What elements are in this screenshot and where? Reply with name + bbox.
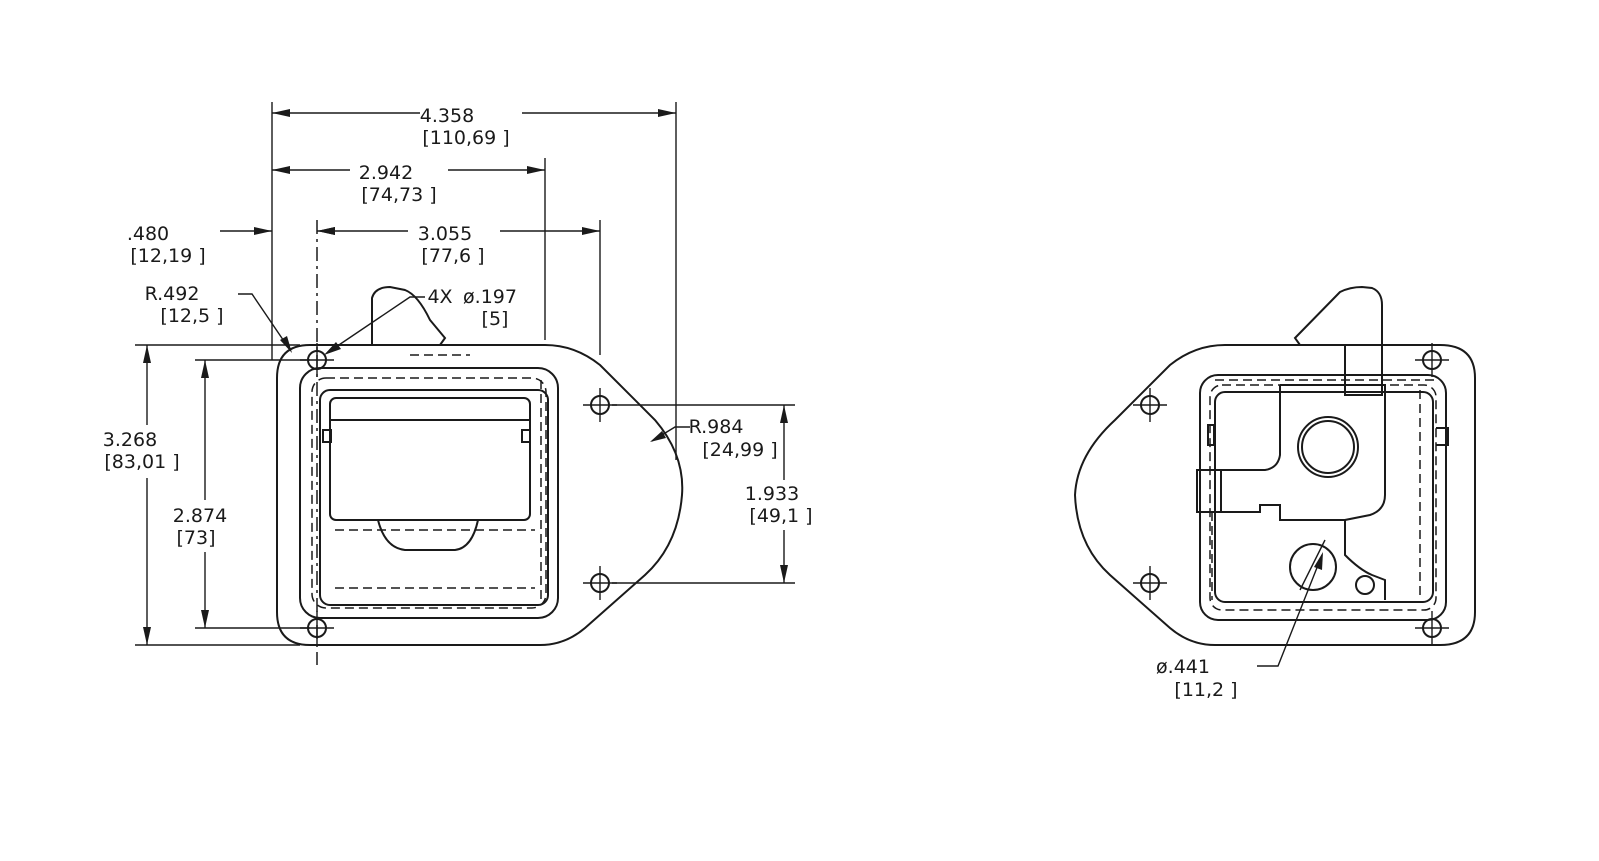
- rear-view: ø.441 [11,2 ]: [1073, 285, 1476, 701]
- dim-right-hole-spacing: 1.933: [745, 483, 799, 505]
- front-flange-outline: [276, 344, 684, 646]
- rear-side-tab: [1207, 424, 1215, 446]
- front-pan-recess: [319, 389, 549, 606]
- rear-mount-hole-bottom-right: [1415, 611, 1449, 645]
- dim-mount-hole-diameter: ø.197: [463, 286, 517, 308]
- dim-flange-offset-metric: [12,19 ]: [130, 245, 205, 267]
- rear-side-block: [1196, 469, 1222, 513]
- rear-mount-hole-left-lower: [1133, 566, 1167, 600]
- dim-mount-hole-count: 4X: [427, 286, 452, 308]
- front-paddle-pivot-left: [322, 429, 332, 443]
- rear-right-tab: [1436, 427, 1449, 446]
- dim-overall-width: 4.358: [420, 105, 474, 127]
- rear-cam-inner: [1301, 420, 1355, 474]
- dimension-lines: 4.358 [110,69 ] 2.942 [74,73 ] 3.055 [77…: [103, 102, 813, 646]
- front-view: [276, 220, 684, 665]
- dim-nose-radius-metric: [24,99 ]: [702, 439, 777, 461]
- dim-lock-bore: ø.441: [1156, 656, 1210, 678]
- dim-hole-spacing-vertical: 2.874: [173, 505, 227, 527]
- rear-flange-outline: [1073, 344, 1476, 646]
- front-paddle: [329, 397, 531, 521]
- dim-overall-width-metric: [110,69 ]: [422, 127, 509, 149]
- front-paddle-pivot-right: [521, 429, 531, 443]
- dim-mount-hole-metric: [5]: [482, 308, 509, 330]
- rear-lock-cylinder: [1289, 543, 1337, 591]
- rear-lever-arm: [1293, 285, 1383, 396]
- dim-hole-spacing-left-metric: [74,73 ]: [361, 184, 436, 206]
- dim-overall-height-metric: [83,01 ]: [104, 451, 179, 473]
- rear-inner-pan: [1199, 374, 1447, 621]
- dim-hole-spacing-right: 3.055: [418, 223, 472, 245]
- dim-hole-spacing-right-metric: [77,6 ]: [421, 245, 484, 267]
- dim-right-hole-spacing-metric: [49,1 ]: [749, 505, 812, 527]
- front-inner-pan-hidden: [311, 377, 547, 609]
- dim-hole-spacing-vertical-metric: [73]: [176, 527, 215, 549]
- dim-overall-height: 3.268: [103, 429, 157, 451]
- rear-inner-pan-hidden: [1209, 384, 1437, 611]
- rear-small-hole: [1355, 575, 1375, 595]
- dim-corner-radius: R.492: [145, 283, 200, 305]
- mount-hole-right-upper: [583, 388, 617, 422]
- rear-latch-plate: [1199, 385, 1345, 521]
- rear-lock-slot: [1299, 539, 1326, 591]
- front-paddle-finger-grip: [377, 519, 479, 551]
- rear-cam-outer: [1297, 416, 1359, 478]
- rear-pan-recess: [1214, 391, 1434, 603]
- rear-mount-hole-left-upper: [1133, 388, 1167, 422]
- front-lever-tab: [371, 285, 447, 346]
- dim-hole-spacing-left: 2.942: [359, 162, 413, 184]
- dim-nose-radius: R.984: [689, 416, 744, 438]
- mount-hole-right-lower: [583, 566, 617, 600]
- dim-corner-radius-metric: [12,5 ]: [160, 305, 223, 327]
- dim-lock-bore-metric: [11,2 ]: [1174, 679, 1237, 701]
- dim-flange-offset: .480: [127, 223, 169, 245]
- rear-mount-hole-top-right: [1415, 343, 1449, 377]
- front-inner-pan: [299, 367, 559, 619]
